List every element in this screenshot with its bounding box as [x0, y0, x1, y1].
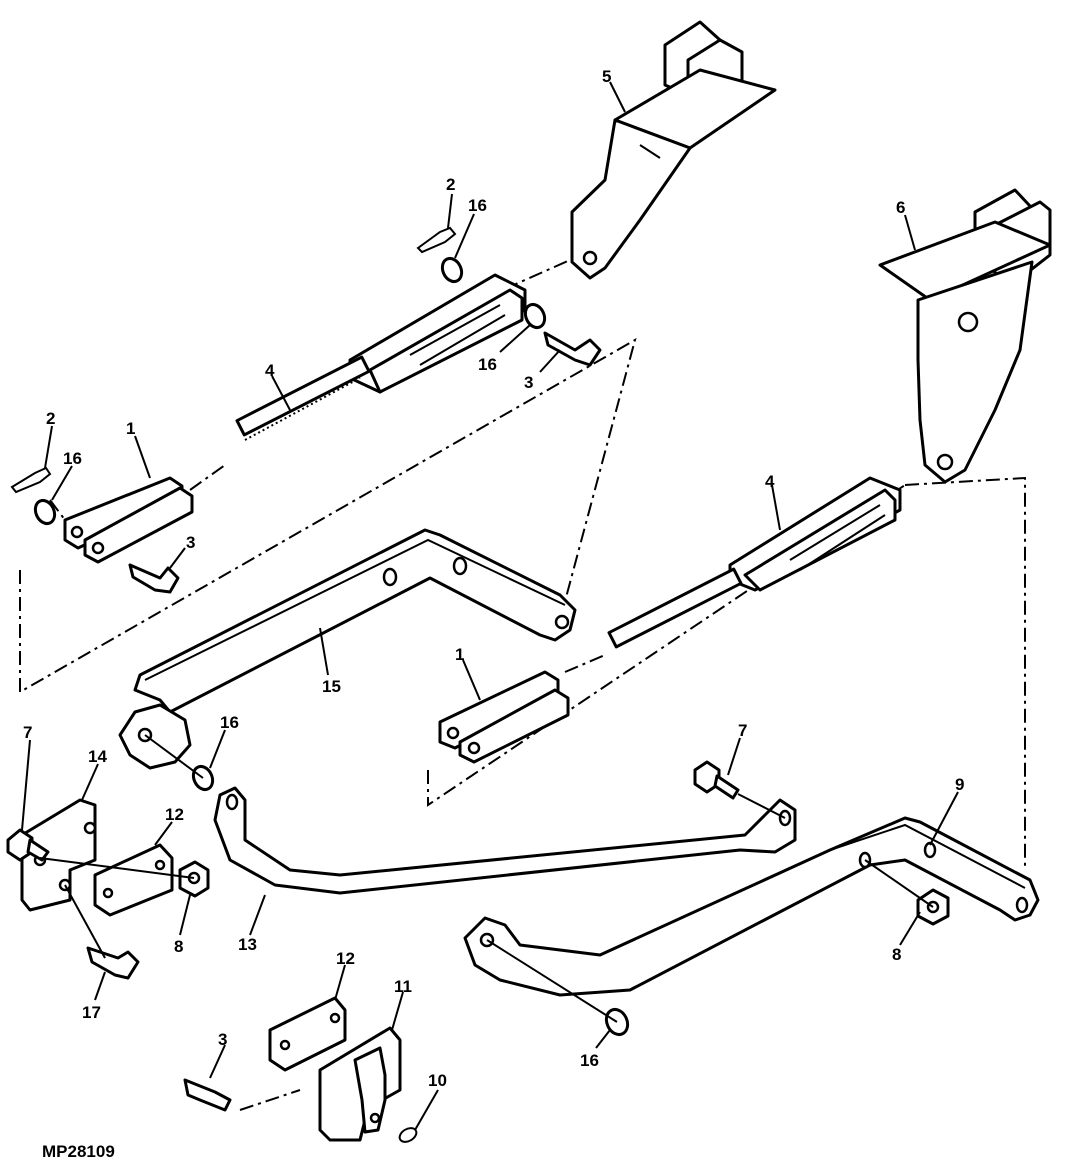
callout-8: 8 — [892, 945, 901, 964]
callout-16: 16 — [580, 1051, 599, 1070]
callout-5: 5 — [602, 67, 611, 86]
callout-14: 15 — [322, 677, 341, 696]
spacer-plate-lower-part-12 — [268, 996, 347, 1072]
callout-12: 12 — [336, 949, 355, 968]
leader-lines — [21, 81, 959, 1131]
callout-9: 9 — [955, 775, 964, 794]
callout-1: 1 — [126, 419, 135, 438]
lift-arm-part-14 — [118, 528, 577, 770]
callout-3: 3 — [186, 533, 195, 552]
callout-1: 1 — [455, 645, 464, 664]
callout-16: 16 — [478, 355, 497, 374]
callout-8: 8 — [174, 937, 183, 956]
turnbuckle-lower-part-4 — [607, 476, 902, 649]
callout-10: 10 — [428, 1071, 447, 1090]
callout-15: 14 — [88, 747, 107, 766]
callout-11: 11 — [394, 977, 412, 996]
plate-part-15 — [20, 798, 97, 912]
callout-2: 2 — [46, 409, 55, 428]
callout-16: 16 — [63, 449, 82, 468]
turnbuckle-upper-part-4 — [235, 273, 527, 441]
callout-4: 4 — [265, 361, 275, 380]
clevis-lower-part-1 — [438, 670, 570, 764]
callout-7: 7 — [23, 723, 32, 742]
callout-16: 16 — [220, 713, 239, 732]
callout-4: 4 — [765, 472, 775, 491]
callout-labels: 5 6 2 16 16 3 4 4 2 16 1 3 1 15 16 7 14 … — [23, 67, 964, 1090]
callout-17: 17 — [82, 1003, 101, 1022]
callout-2: 2 — [446, 175, 455, 194]
callout-3: 3 — [218, 1030, 227, 1049]
bracket-part-11 — [318, 1026, 402, 1142]
callout-12: 12 — [165, 805, 184, 824]
clevis-upper-part-1 — [63, 476, 194, 564]
callout-7: 7 — [738, 721, 747, 740]
callout-16: 16 — [468, 196, 487, 215]
callout-3: 3 — [524, 373, 533, 392]
bracket-right-part-6 — [878, 188, 1052, 484]
callout-6: 6 — [896, 198, 905, 217]
bar-part-13 — [213, 786, 797, 895]
bracket-upper-part-5 — [570, 20, 777, 280]
figure-id: MP28109 — [42, 1142, 115, 1161]
spacer-plate-part-12 — [93, 843, 174, 917]
callout-13: 13 — [238, 935, 257, 954]
